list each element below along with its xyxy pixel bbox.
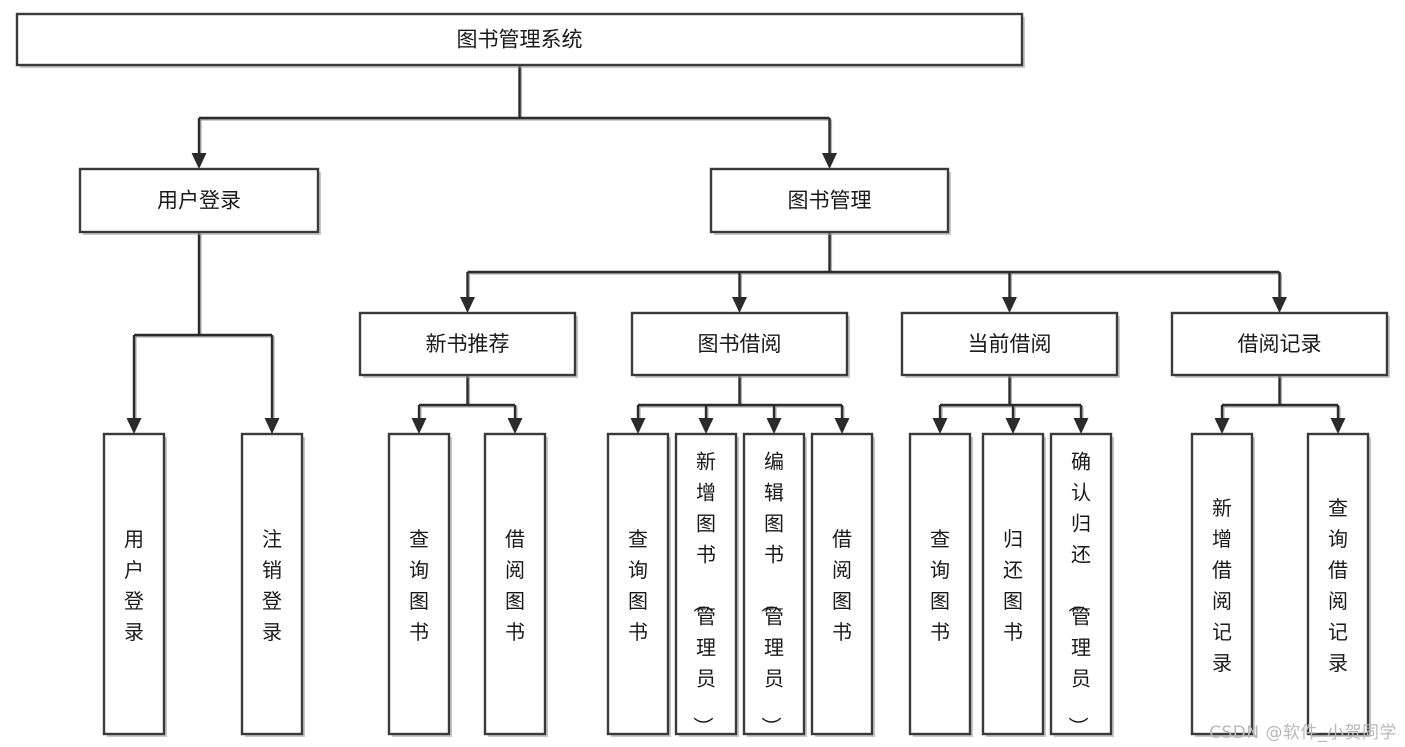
node-leaf-leaf-query-book-1[interactable]: 查询图书 — [387, 432, 452, 737]
node-rect[interactable] — [1190, 432, 1254, 736]
node-layer: 图书管理系统用户登录图书管理新书推荐图书借阅当前借阅借阅记录用户登录注销登录查询… — [15, 12, 1390, 737]
node-leaf-leaf-query-book-2[interactable]: 查询图书 — [606, 432, 671, 737]
node-rect[interactable] — [709, 167, 950, 234]
node-label: 确认归还（管理员） — [1066, 450, 1091, 737]
node-label: 用户登录 — [157, 189, 241, 213]
node-label: 查询图书 — [409, 527, 429, 644]
userlogin-to-leaves-arrow-1-head — [264, 418, 280, 434]
node-rect[interactable] — [358, 311, 577, 377]
node-level3-book-borrow[interactable]: 图书借阅 — [630, 311, 850, 378]
node-rect[interactable] — [810, 432, 874, 736]
book-borrow-to-leaves-arrow-2-head — [766, 418, 782, 434]
node-level2-user-login[interactable]: 用户登录 — [78, 167, 321, 235]
book-borrow-to-leaves-arrow-0-head — [630, 418, 646, 434]
current-borrow-to-leaves-arrow-2-head — [1073, 418, 1089, 434]
node-leaf-leaf-return-book[interactable]: 归还图书 — [981, 432, 1046, 737]
node-label: 归还图书 — [1003, 527, 1023, 644]
node-label: 查询图书 — [628, 527, 648, 644]
node-level3-borrow-record[interactable]: 借阅记录 — [1170, 311, 1390, 378]
book-borrow-to-leaves-arrow-3-head — [834, 418, 850, 434]
node-leaf-leaf-confirm-return[interactable]: 确认归还（管理员） — [1049, 432, 1114, 737]
node-rect[interactable] — [900, 311, 1119, 377]
node-label: 图书管理 — [788, 189, 872, 213]
node-leaf-leaf-add-record[interactable]: 新增借阅记录 — [1190, 432, 1255, 737]
borrow-record-to-leaves-arrow-1-head — [1330, 418, 1346, 434]
bookmanage-to-level3-arrow-3-head — [1272, 297, 1287, 313]
node-leaf-leaf-query-book-3[interactable]: 查询图书 — [908, 432, 973, 737]
node-label: 借阅图书 — [832, 527, 852, 644]
bookmanage-to-level3-arrow-1-head — [732, 297, 747, 313]
node-rect[interactable] — [240, 432, 304, 736]
node-label: 新增借阅记录 — [1212, 496, 1232, 675]
node-rect[interactable] — [1049, 432, 1113, 736]
node-rect[interactable] — [15, 12, 1024, 67]
node-rect[interactable] — [742, 432, 806, 736]
new-book-recommend-to-leaves-arrow-0-head — [411, 418, 427, 434]
node-leaf-leaf-borrow-book-1[interactable]: 借阅图书 — [483, 432, 548, 737]
node-rect[interactable] — [102, 432, 166, 736]
node-leaf-leaf-logout[interactable]: 注销登录 — [240, 432, 305, 737]
node-label: 当前借阅 — [968, 332, 1052, 356]
bookmanage-to-level3-arrow-2-head — [1002, 297, 1017, 313]
node-label: 查询图书 — [930, 527, 950, 644]
current-borrow-to-leaves-arrow-1-head — [1005, 418, 1021, 434]
csdn-watermark: CSDN @软件_小贺同学 — [1209, 723, 1397, 743]
node-label: 新增图书（管理员） — [691, 450, 716, 737]
node-label: 借阅记录 — [1238, 332, 1322, 356]
node-rect[interactable] — [483, 432, 547, 736]
node-label: 借阅图书 — [505, 527, 525, 644]
bookmanage-to-level3-arrow-0-head — [460, 297, 475, 313]
node-label: 新书推荐 — [426, 332, 510, 356]
node-level3-current-borrow[interactable]: 当前借阅 — [900, 311, 1120, 378]
book-borrow-to-leaves-arrow-1-head — [698, 418, 714, 434]
node-label: 图书管理系统 — [457, 28, 583, 52]
node-rect[interactable] — [387, 432, 451, 736]
new-book-recommend-to-leaves-arrow-1-head — [507, 418, 523, 434]
node-leaf-leaf-borrow-book-2[interactable]: 借阅图书 — [810, 432, 875, 737]
node-rect[interactable] — [1306, 432, 1370, 736]
node-rect[interactable] — [606, 432, 670, 736]
node-rect[interactable] — [981, 432, 1045, 736]
node-leaf-leaf-user-login[interactable]: 用户登录 — [102, 432, 167, 737]
node-level3-new-book-recommend[interactable]: 新书推荐 — [358, 311, 578, 378]
node-rect[interactable] — [674, 432, 738, 736]
root-to-level2-arrow-0-head — [191, 153, 207, 169]
node-level2-book-manage[interactable]: 图书管理 — [709, 167, 951, 235]
node-label: 查询借阅记录 — [1328, 496, 1348, 675]
userlogin-to-leaves-arrow-0-head — [126, 418, 142, 434]
node-leaf-leaf-edit-book[interactable]: 编辑图书（管理员） — [742, 432, 807, 737]
node-leaf-leaf-query-record[interactable]: 查询借阅记录 — [1306, 432, 1371, 737]
node-rect[interactable] — [78, 167, 320, 234]
node-rect[interactable] — [908, 432, 972, 736]
node-root-root[interactable]: 图书管理系统 — [15, 12, 1025, 68]
connector-layer — [126, 65, 1346, 434]
node-rect[interactable] — [630, 311, 849, 377]
node-label: 用户登录 — [124, 527, 144, 644]
node-label: 图书借阅 — [698, 332, 782, 356]
current-borrow-to-leaves-arrow-0-head — [932, 418, 948, 434]
node-label: 注销登录 — [262, 527, 282, 644]
node-label: 编辑图书（管理员） — [759, 450, 784, 737]
root-to-level2-arrow-1-head — [822, 153, 837, 169]
node-leaf-leaf-add-book[interactable]: 新增图书（管理员） — [674, 432, 739, 737]
borrow-record-to-leaves-arrow-0-head — [1214, 418, 1230, 434]
node-rect[interactable] — [1170, 311, 1389, 377]
